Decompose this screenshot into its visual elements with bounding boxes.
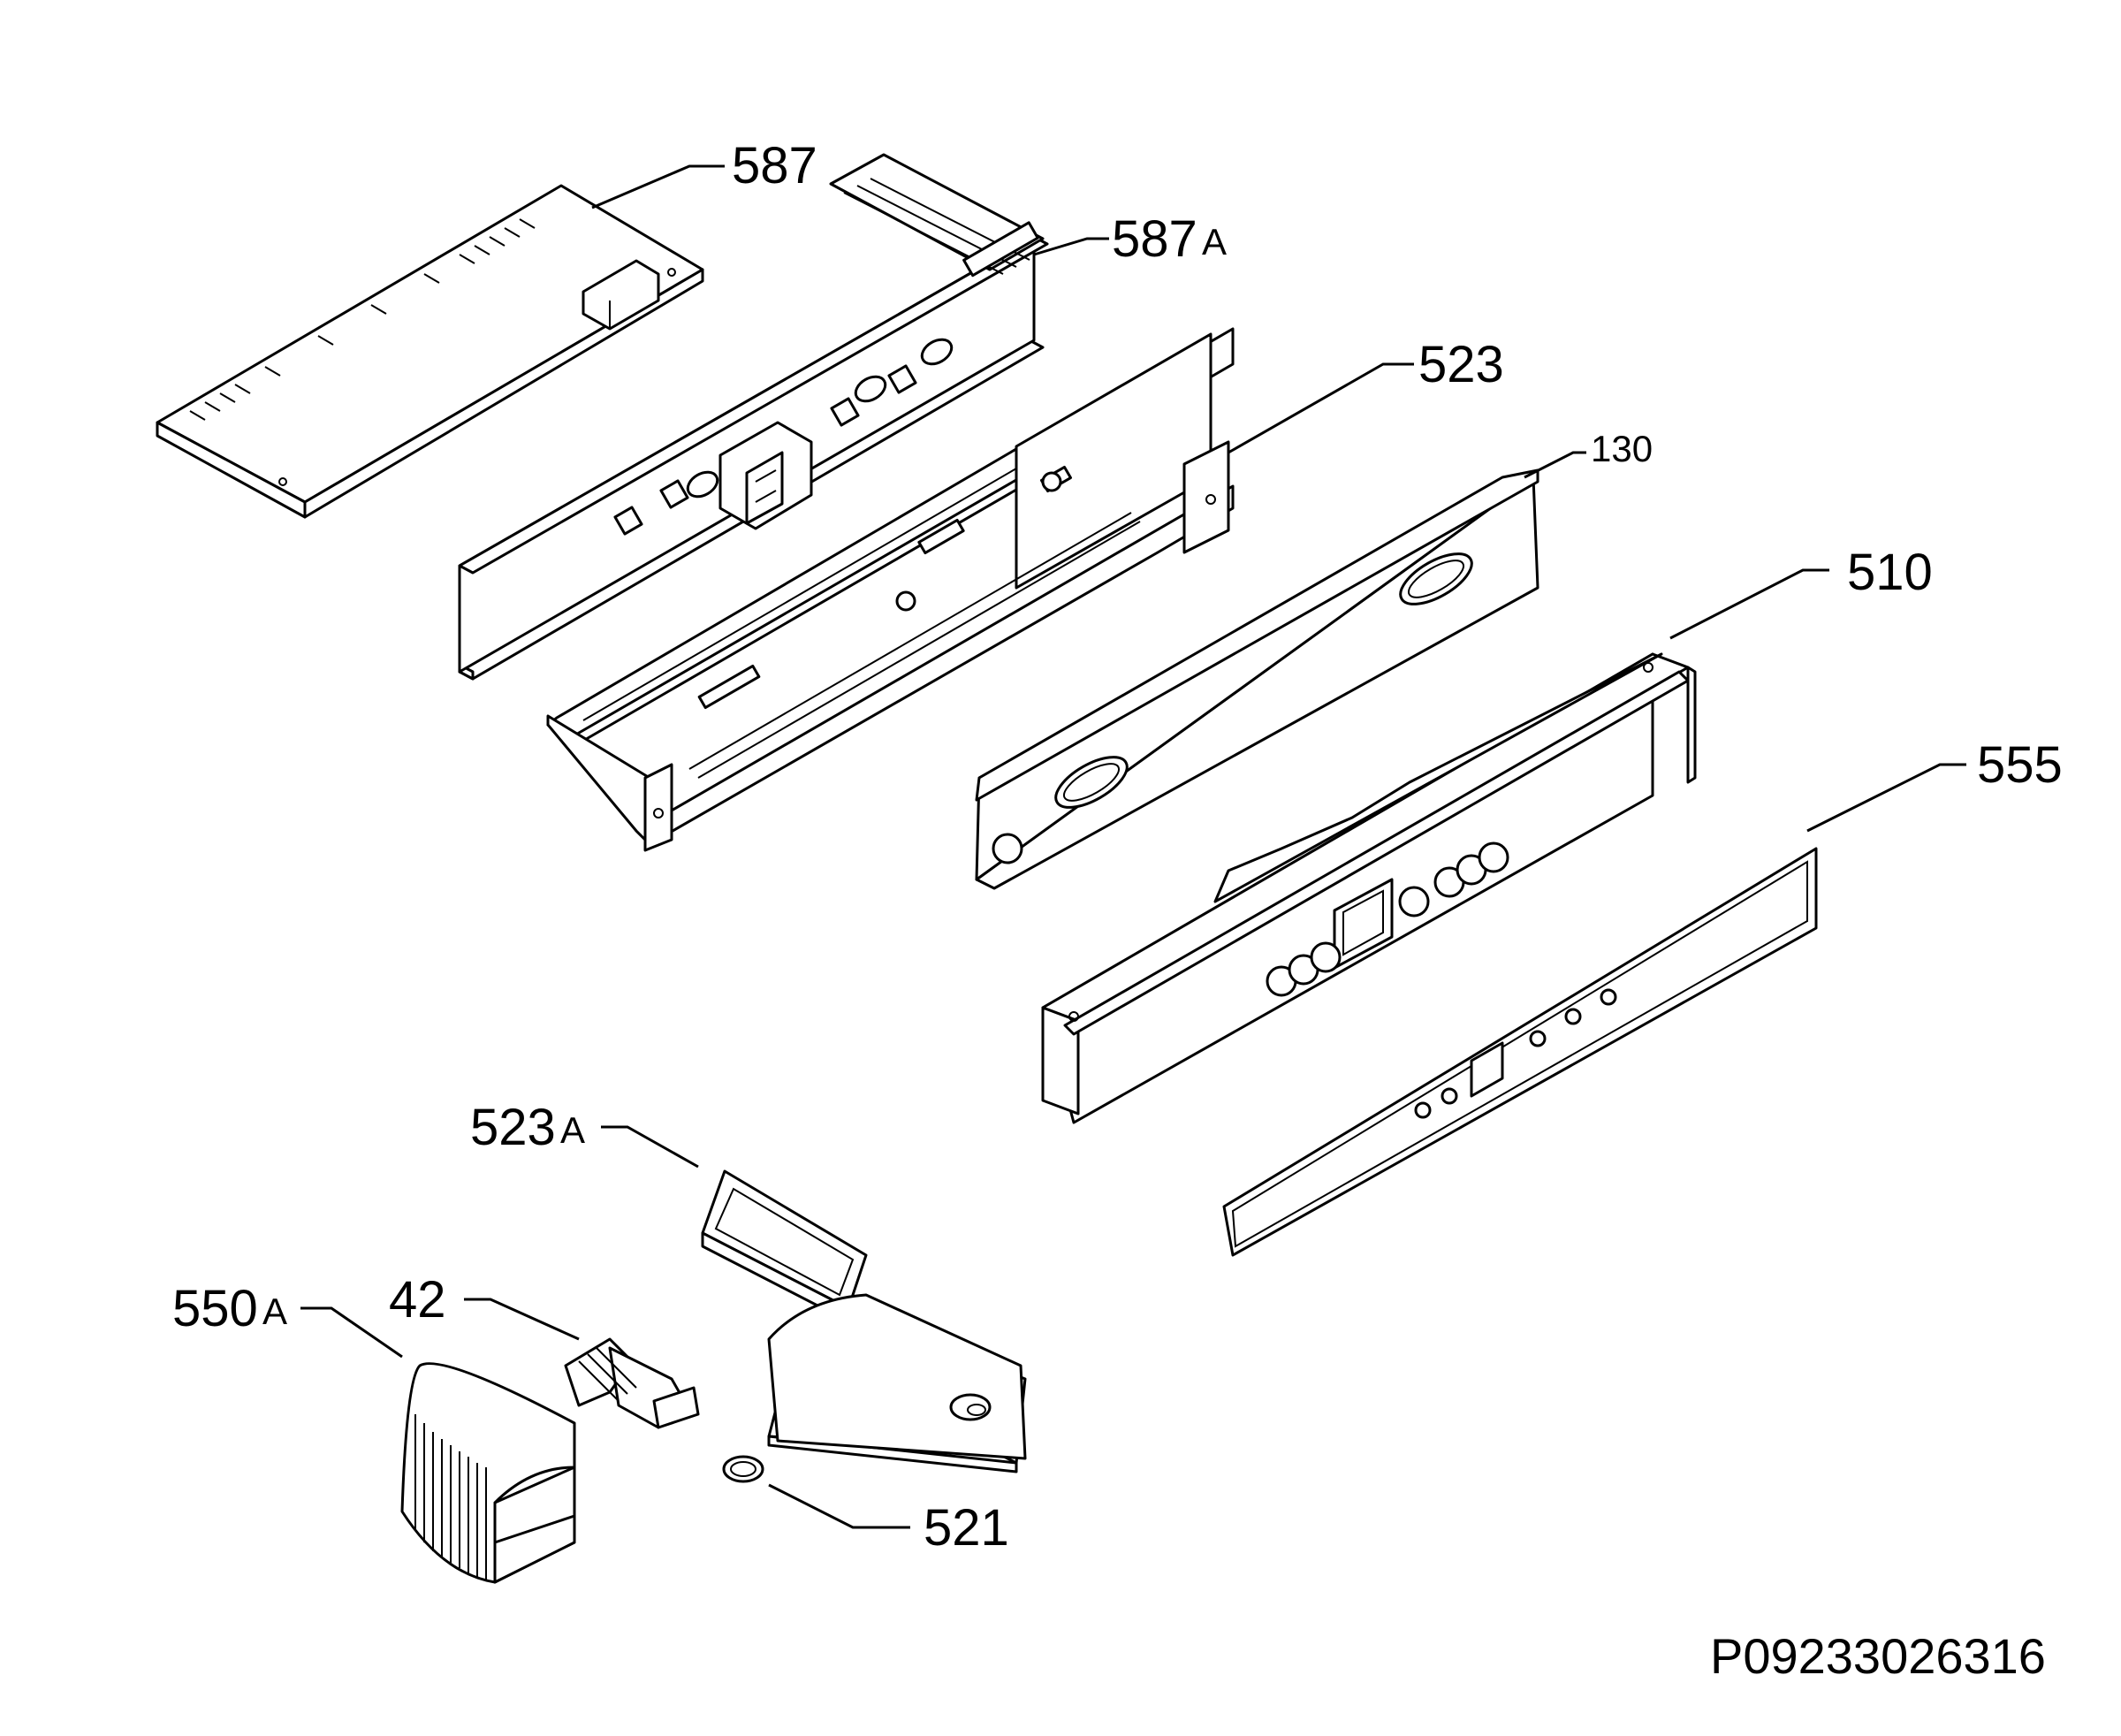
label-523: 523 <box>1418 336 1504 393</box>
label-521: 521 <box>924 1499 1009 1557</box>
part-521-o-ring <box>722 1455 764 1483</box>
label-42: 42 <box>389 1271 446 1329</box>
part-587a-display-board <box>458 153 1049 681</box>
label-130: 130 <box>1591 428 1653 469</box>
part-550a-end-cap <box>400 1362 576 1584</box>
part-523a-side-bracket <box>701 1169 1027 1473</box>
leader-lines <box>300 164 1966 1529</box>
part-587-pcb <box>156 184 704 519</box>
label-587a: 587 <box>1112 210 1197 268</box>
part-555-decor-strip <box>1222 847 1818 1257</box>
part-523-housing <box>546 327 1235 852</box>
label-510: 510 <box>1847 544 1933 601</box>
label-587: 587 <box>732 137 817 194</box>
panel-knobs <box>1266 841 1509 997</box>
label-555: 555 <box>1977 736 2063 794</box>
part-42-switch <box>564 1337 700 1429</box>
part-510-front-panel <box>1041 652 1697 1124</box>
label-550a: 550 <box>172 1280 258 1337</box>
label-587a-suffix: A <box>1202 221 1227 263</box>
label-523a: 523 <box>470 1099 556 1156</box>
callout-labels: 587 587 A 523 130 510 555 523 A 42 550 A… <box>172 137 2063 1684</box>
label-523a-suffix: A <box>560 1109 585 1151</box>
label-550a-suffix: A <box>262 1291 287 1332</box>
part-130-inner-panel <box>975 468 1539 890</box>
drawing-code: P09233026316 <box>1710 1628 2046 1684</box>
